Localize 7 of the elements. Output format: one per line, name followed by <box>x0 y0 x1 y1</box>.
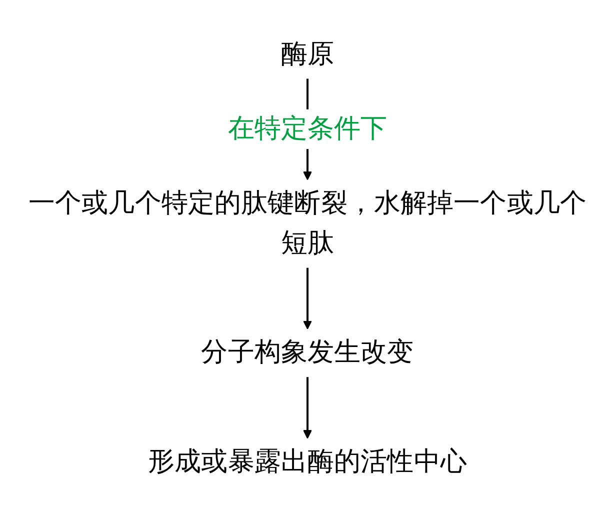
node-text: 形成或暴露出酶的活性中心 <box>148 446 467 478</box>
edge-label: 在特定条件下 <box>228 113 388 144</box>
node-text: 酶原 <box>280 38 334 70</box>
node-text: 分子构象发生改变 <box>201 337 414 368</box>
arrow <box>303 377 312 439</box>
arrow <box>303 268 312 330</box>
node-text: 一个或几个特定的肽键断裂，水解掉一个或几个短肽 <box>28 188 586 258</box>
